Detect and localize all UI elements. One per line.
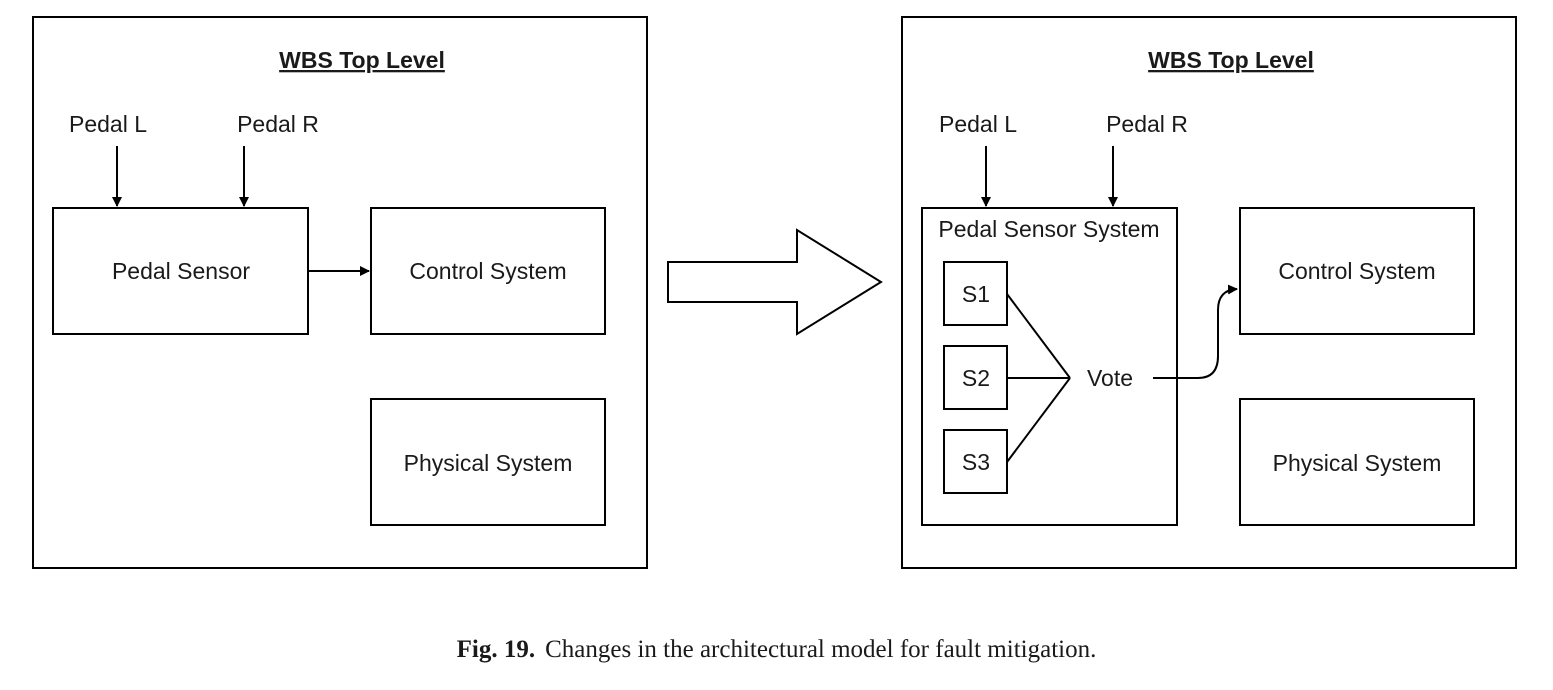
right-pedal-r-label: Pedal R [1106, 111, 1188, 137]
right-physical-system-box [1239, 398, 1475, 526]
caption-text: Changes in the architectural model for f… [545, 636, 1097, 663]
vote-label: Vote [1087, 365, 1133, 391]
left-pedal-sensor-box [52, 207, 309, 335]
left-pedal-l-label: Pedal L [69, 111, 147, 137]
left-pedal-sensor-label: Pedal Sensor [112, 258, 250, 284]
right-physical-system-label: Physical System [1273, 450, 1442, 476]
right-panel-title: WBS Top Level [1148, 47, 1314, 73]
right-control-system-box [1239, 207, 1475, 335]
left-physical-system-box [370, 398, 606, 526]
left-physical-system-label: Physical System [404, 450, 573, 476]
left-control-system-box [370, 207, 606, 335]
right-control-system-label: Control System [1278, 258, 1435, 284]
pedal-sensor-system-label: Pedal Sensor System [938, 216, 1159, 242]
left-pedal-r-label: Pedal R [237, 111, 319, 137]
right-panel: WBS Top Level Pedal L Pedal R Pedal Sens… [901, 16, 1517, 569]
left-panel: WBS Top Level Pedal L Pedal R Pedal Sens… [32, 16, 648, 569]
transition-arrow [667, 228, 883, 336]
figure-number: Fig. 19. [456, 636, 536, 663]
s1-to-vote-line [1006, 293, 1071, 379]
sensor-s2-label: S2 [962, 365, 990, 391]
left-panel-title: WBS Top Level [279, 47, 445, 73]
sensor-s3-label: S3 [962, 449, 990, 475]
architecture-diagram: WBS Top Level Pedal L Pedal R Pedal Sens… [32, 16, 1517, 569]
left-control-system-label: Control System [409, 258, 566, 284]
sensor-s3-box [943, 429, 1008, 494]
sensor-s1-box [943, 261, 1008, 326]
right-pedal-l-label: Pedal L [939, 111, 1017, 137]
figure-caption: Fig. 19. Changes in the architectural mod… [0, 636, 1553, 664]
sensor-s1-label: S1 [962, 281, 990, 307]
s3-to-vote-line [1006, 377, 1071, 463]
vote-to-control-arrow [1153, 284, 1238, 379]
